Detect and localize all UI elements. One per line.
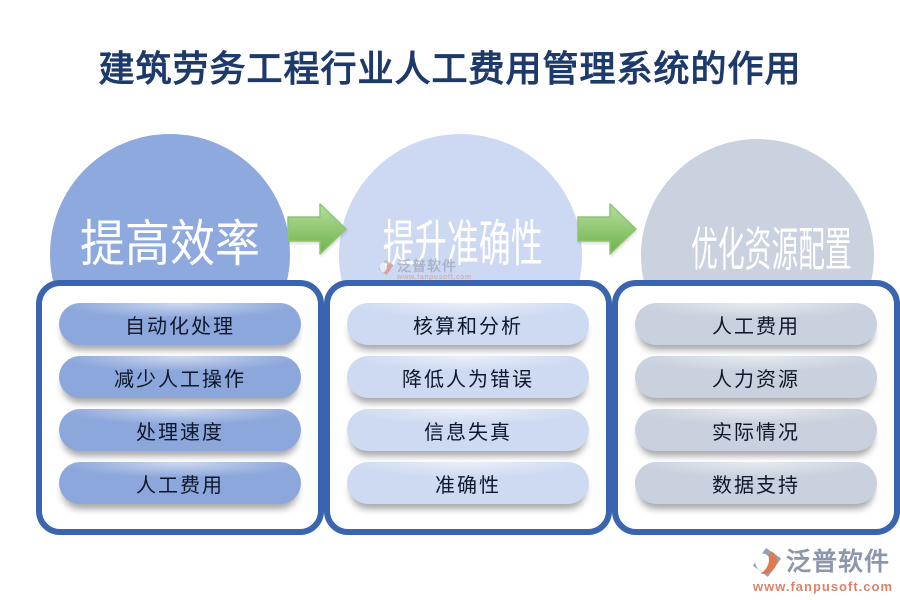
watermark-url: www.fanpusoft.com	[397, 274, 472, 281]
list-item: 实际情况	[635, 409, 877, 451]
list-item-label: 核算和分析	[413, 315, 523, 338]
stage-circle-resource-label: 优化资源配置	[691, 223, 852, 276]
brand-name: 泛普软件	[786, 547, 891, 576]
panel-efficiency: 自动化处理 减少人工操作 处理速度 人工费用	[36, 280, 324, 535]
list-item-label: 数据支持	[712, 474, 800, 497]
stage-circle-accuracy-label: 提升准确性	[382, 216, 543, 272]
watermark: 泛普软件 www.fanpusoft.com	[378, 259, 472, 281]
brand-logo: 泛普软件 www.fanpusoft.com	[752, 547, 894, 594]
watermark-brand: 泛普软件	[397, 258, 457, 274]
list-item: 人工费用	[635, 303, 877, 345]
arrow-right-icon	[287, 203, 347, 255]
list-item: 处理速度	[59, 409, 301, 451]
list-item: 核算和分析	[347, 303, 589, 345]
list-item-label: 人力资源	[712, 368, 800, 391]
list-item: 减少人工操作	[59, 356, 301, 398]
list-item-label: 人工费用	[136, 474, 224, 497]
list-item-label: 人工费用	[712, 315, 800, 338]
list-item: 人力资源	[635, 356, 877, 398]
page-title: 建筑劳务工程行业人工费用管理系统的作用	[98, 48, 802, 89]
list-item-label: 减少人工操作	[114, 368, 246, 391]
list-item-label: 处理速度	[136, 421, 224, 444]
fanpu-logo-icon	[378, 259, 394, 276]
list-item-label: 信息失真	[424, 421, 512, 444]
list-item: 自动化处理	[59, 303, 301, 345]
list-item-label: 自动化处理	[125, 315, 235, 338]
list-item: 信息失真	[347, 409, 589, 451]
list-item-label: 准确性	[435, 474, 501, 497]
brand-url: www.fanpusoft.com	[752, 579, 894, 594]
list-item: 降低人为错误	[347, 356, 589, 398]
list-item-label: 降低人为错误	[402, 368, 534, 391]
panel-resource: 人工费用 人力资源 实际情况 数据支持	[612, 280, 900, 535]
panel-accuracy: 核算和分析 降低人为错误 信息失真 准确性	[324, 280, 612, 535]
stage-circle-efficiency-label: 提高效率	[80, 216, 260, 272]
fanpu-logo-icon	[752, 547, 782, 578]
list-item: 人工费用	[59, 462, 301, 504]
arrow-right-icon	[577, 203, 637, 255]
list-item: 数据支持	[635, 462, 877, 504]
list-item-label: 实际情况	[712, 421, 800, 444]
list-item: 准确性	[347, 462, 589, 504]
